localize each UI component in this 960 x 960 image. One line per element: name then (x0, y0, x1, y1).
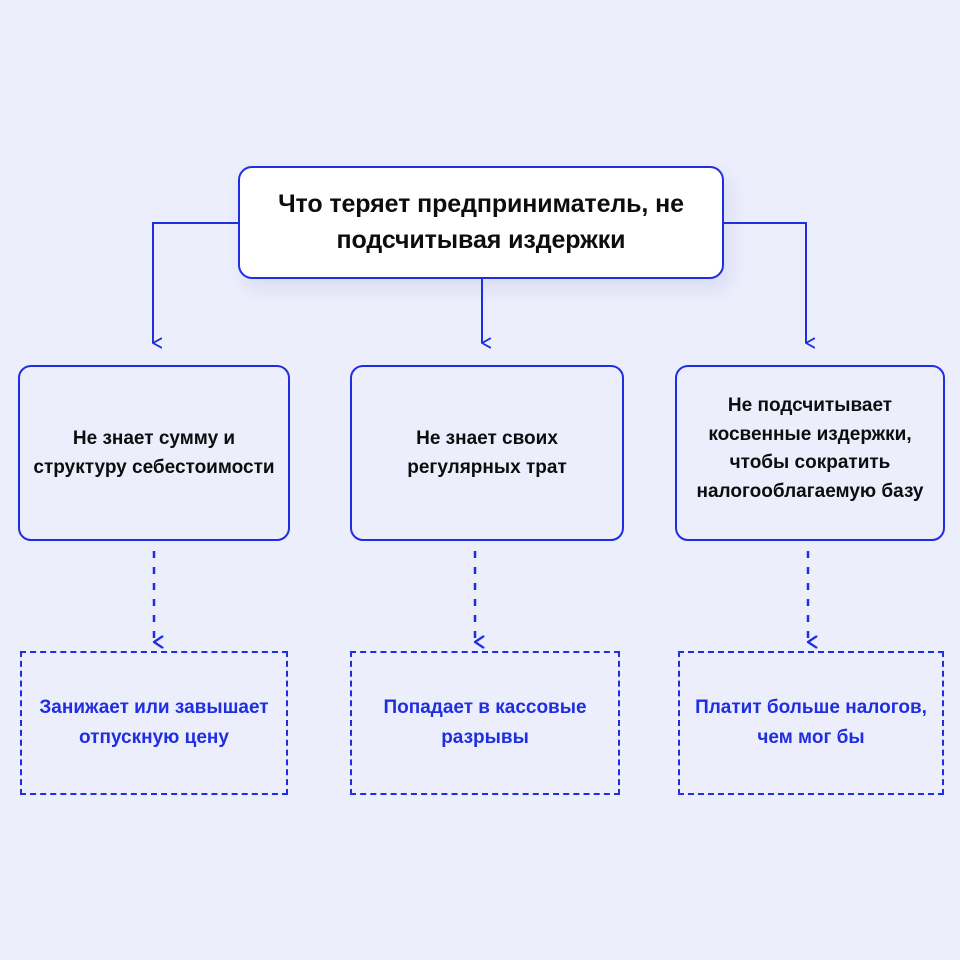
cause-node-2[interactable]: Не знает своих регулярных трат (350, 365, 624, 541)
result-node-3[interactable]: Платит больше налогов, чем мог бы (678, 651, 944, 795)
cause-node-2-label: Не знает своих регулярных трат (407, 427, 567, 478)
result-node-1[interactable]: Занижает или завышает отпускную цену (20, 651, 288, 795)
root-node-label: Что теряет предприниматель, не подсчитыв… (278, 190, 684, 254)
result-node-3-label: Платит больше налогов, чем мог бы (695, 696, 927, 748)
connector-root-to-box3 (724, 222, 816, 349)
cause-node-3-label: Не подсчитывает косвенные издержки, чтоб… (696, 395, 924, 502)
result-node-2[interactable]: Попадает в кассовые разрывы (350, 651, 620, 795)
result-node-1-label: Занижает или завышает отпускную цену (39, 696, 269, 748)
cause-node-3[interactable]: Не подсчитывает косвенные издержки, чтоб… (675, 365, 945, 541)
cause-node-1-label: Не знает сумму и структуру себестоимости (33, 427, 275, 478)
result-node-2-label: Попадает в кассовые разрывы (383, 696, 587, 748)
cause-node-1[interactable]: Не знает сумму и структуру себестоимости (18, 365, 290, 541)
connector-root-to-box1 (152, 222, 238, 349)
root-node[interactable]: Что теряет предприниматель, не подсчитыв… (238, 166, 724, 279)
